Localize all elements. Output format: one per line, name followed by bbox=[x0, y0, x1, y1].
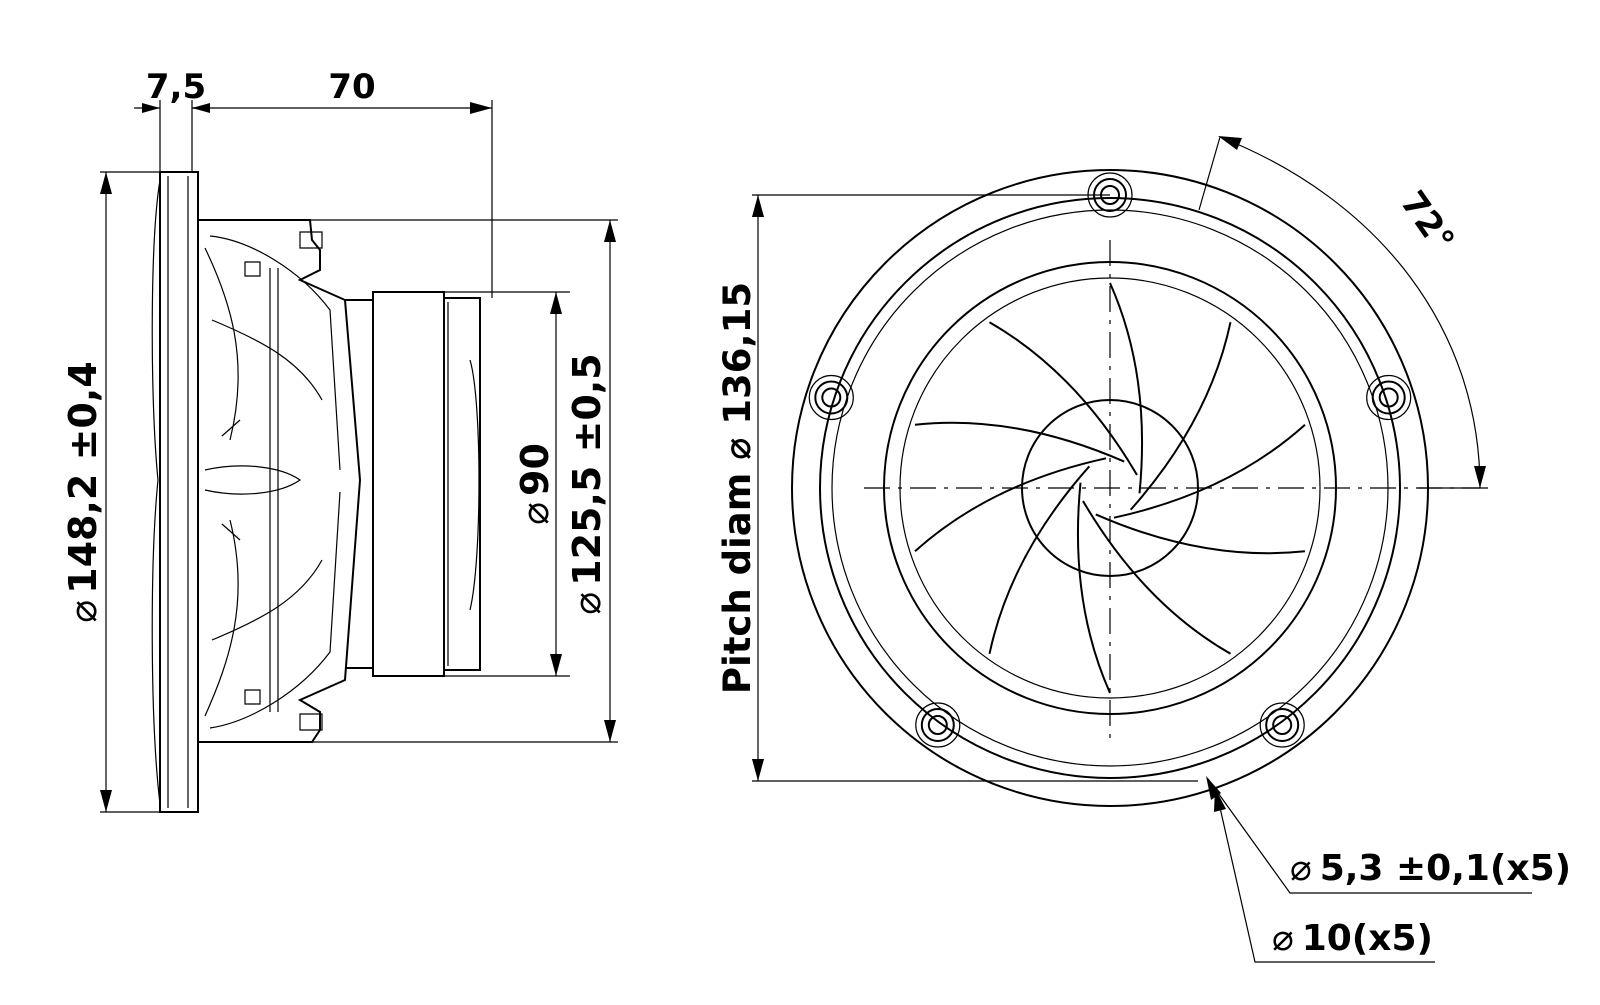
hole-diameter-value: 5,3 ±0,1(x5) bbox=[1320, 848, 1571, 889]
cone-rib bbox=[1076, 482, 1111, 694]
side-view: 7,5 70 ⌀ 148,2 ±0,4 ⌀ 90 bbox=[61, 67, 618, 813]
dimension-magnet-diameter: ⌀ 90 bbox=[513, 292, 562, 676]
cone-rib bbox=[1095, 513, 1306, 555]
cone-rib bbox=[989, 321, 1138, 476]
frame-diameter-value: 125,5 ±0,5 bbox=[565, 353, 609, 586]
diameter-symbol: ⌀ bbox=[565, 592, 609, 615]
dimension-label-magnet-diameter: ⌀ 90 bbox=[513, 443, 557, 525]
mounting-holes bbox=[808, 172, 1412, 748]
basket-outline bbox=[198, 219, 362, 743]
center-lines bbox=[864, 240, 1490, 740]
mounting-ring-circle bbox=[819, 197, 1401, 779]
dimension-outer-diameter: ⌀ 148,2 ±0,4 bbox=[61, 172, 112, 812]
cone-ribs bbox=[914, 282, 1306, 694]
dimension-label-hole-angle: 72° bbox=[1392, 184, 1462, 260]
dimension-depth: 70 bbox=[192, 67, 492, 114]
diameter-symbol: ⌀ bbox=[1290, 848, 1312, 889]
mounting-hole-ring bbox=[1371, 380, 1406, 415]
mounting-hole-ring bbox=[1265, 708, 1300, 742]
dimension-label-flange-thickness: 7,5 bbox=[146, 67, 206, 107]
cone-rib bbox=[1109, 282, 1144, 494]
dimension-label-pitch-diameter: Pitch diam ⌀ 136,15 bbox=[716, 282, 759, 694]
cone-rib bbox=[1129, 321, 1232, 511]
dimension-pitch-diameter: Pitch diam ⌀ 136,15 bbox=[716, 195, 764, 781]
outer-diameter-value: 148,2 ±0,4 bbox=[61, 361, 105, 594]
diameter-symbol: ⌀ bbox=[1272, 918, 1294, 959]
dimension-flange-thickness: 7,5 bbox=[134, 67, 210, 113]
mounting-hole-counterbore bbox=[915, 702, 961, 748]
dimension-label-outer-diameter: ⌀ 148,2 ±0,4 bbox=[61, 361, 105, 622]
front-view: Pitch diam ⌀ 136,15 72° ⌀5,3 ±0,1(x5) ⌀1… bbox=[716, 136, 1571, 963]
callout-hole-diameter: ⌀5,3 ±0,1(x5) bbox=[1290, 848, 1571, 889]
mounting-hole bbox=[1378, 387, 1399, 408]
cone-rib bbox=[914, 421, 1125, 463]
mounting-hole-counterbore bbox=[808, 374, 854, 421]
mounting-hole bbox=[1272, 715, 1293, 735]
mounting-hole-ring bbox=[814, 380, 849, 415]
hole-callout-leaders bbox=[1206, 776, 1532, 963]
mounting-hole-counterbore bbox=[1366, 374, 1412, 421]
mounting-hole bbox=[821, 387, 842, 408]
dimension-frame-diameter: ⌀ 125,5 ±0,5 bbox=[565, 220, 616, 742]
flange-outline bbox=[151, 171, 199, 813]
mounting-hole-counterbore bbox=[1259, 702, 1305, 748]
dimension-label-frame-diameter: ⌀ 125,5 ±0,5 bbox=[565, 353, 609, 614]
diameter-symbol: ⌀ bbox=[513, 502, 557, 525]
diameter-symbol: ⌀ bbox=[61, 600, 105, 623]
callout-counterbore-diameter: ⌀10(x5) bbox=[1272, 918, 1433, 959]
magnet-outline bbox=[345, 291, 481, 677]
pitch-extension-lines bbox=[752, 194, 1198, 782]
cone-rib bbox=[988, 465, 1091, 655]
cone-rib bbox=[1113, 423, 1306, 519]
extension-lines bbox=[100, 100, 618, 813]
mounting-hole-ring bbox=[920, 708, 955, 742]
cone-rib bbox=[1082, 500, 1231, 655]
magnet-diameter-value: 90 bbox=[513, 443, 557, 496]
cone-rib bbox=[914, 457, 1107, 553]
dimension-hole-angle: 72° bbox=[1198, 136, 1486, 489]
mounting-hole bbox=[927, 715, 948, 735]
dimension-label-depth: 70 bbox=[328, 67, 375, 107]
counterbore-diameter-value: 10(x5) bbox=[1302, 918, 1433, 959]
